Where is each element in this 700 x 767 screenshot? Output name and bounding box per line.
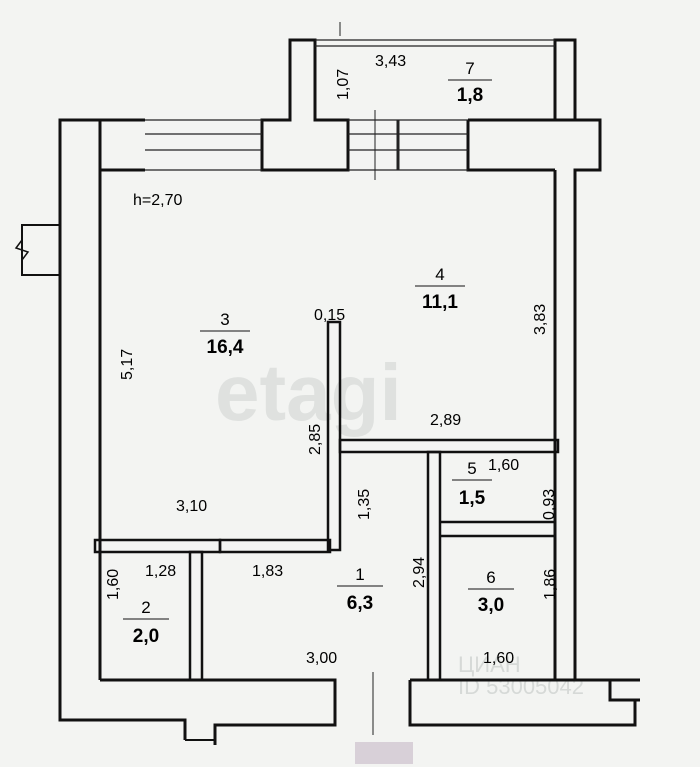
- room-1: 1 6,3: [337, 565, 383, 614]
- blurred-stamp: [355, 742, 413, 764]
- room-4: 4 11,1: [415, 265, 465, 313]
- dim-partition-length: 2,85: [307, 424, 324, 455]
- room-5-area: 1,5: [459, 488, 486, 509]
- room-5: 5 1,5: [452, 459, 492, 509]
- dim-room3-width: 3,10: [176, 498, 207, 515]
- dim-room2-height: 1,60: [105, 569, 122, 600]
- ceiling-height-label: h=2,70: [133, 192, 182, 209]
- dim-room1-width: 3,00: [306, 650, 337, 667]
- room-2-area: 2,0: [133, 626, 159, 647]
- dim-corridor-depth: 1,35: [356, 489, 373, 520]
- etagi-watermark: etagi: [215, 348, 402, 437]
- room-3-area: 16,4: [207, 337, 244, 358]
- dim-balcony-depth: 1,07: [335, 69, 352, 100]
- balcony-lines: [145, 22, 555, 735]
- listing-id-watermark: ID 53005042: [458, 674, 584, 699]
- dim-room3-height: 5,17: [119, 349, 136, 380]
- interior-walls: [93, 320, 560, 682]
- room-6: 6 3,0: [468, 568, 514, 616]
- dimension-labels: 3,43 1,07 5,17 3,83 0,15 2,85 2,89 3,10 …: [105, 53, 559, 667]
- dim-room6-height: 1,86: [542, 569, 559, 600]
- room-5-number: 5: [467, 459, 476, 478]
- room-7-area: 1,8: [457, 85, 483, 106]
- walls: [14, 38, 640, 745]
- room-1-number: 1: [355, 565, 364, 584]
- dim-room4-width: 2,89: [430, 412, 461, 429]
- dim-room2-width: 1,28: [145, 563, 176, 580]
- room-2-number: 2: [141, 598, 150, 617]
- cian-watermark: ЦИАН: [458, 652, 521, 677]
- dim-room6-width: 1,60: [483, 650, 514, 667]
- dim-room5-height: 0,93: [541, 489, 558, 520]
- room-3-number: 3: [220, 310, 229, 329]
- room-4-area: 11,1: [422, 292, 458, 313]
- room-6-area: 3,0: [478, 595, 504, 616]
- room-7: 7 1,8: [448, 59, 492, 106]
- dim-room1-height: 2,94: [411, 557, 428, 588]
- room-3: 3 16,4: [200, 310, 250, 358]
- dim-room5-width: 1,60: [488, 457, 519, 474]
- dim-balcony-width: 3,43: [375, 53, 406, 70]
- dim-room4-height: 3,83: [532, 304, 549, 335]
- room-6-number: 6: [486, 568, 495, 587]
- dim-corridor-width: 1,83: [252, 563, 283, 580]
- room-4-number: 4: [435, 265, 444, 284]
- room-2: 2 2,0: [123, 598, 169, 647]
- room-1-area: 6,3: [347, 593, 373, 614]
- room-7-number: 7: [465, 59, 474, 78]
- dim-partition-thickness: 0,15: [314, 307, 345, 324]
